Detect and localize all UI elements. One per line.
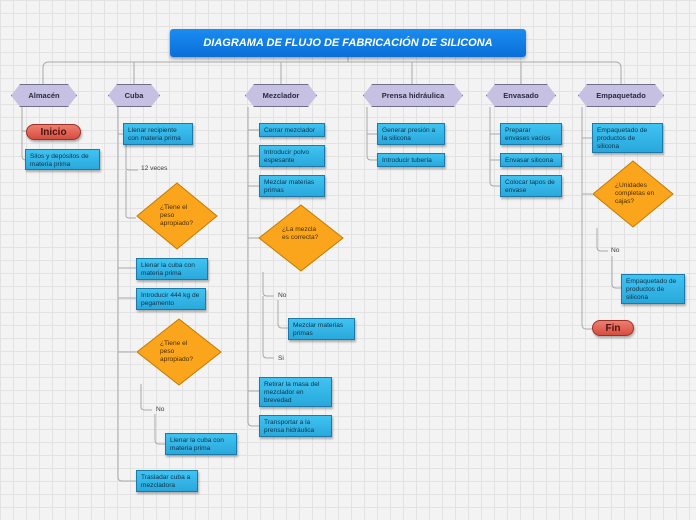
decision-label: ¿La mezcla es correcta? xyxy=(282,226,319,242)
lane-header-prensa-hidraulica: Prensa hidráulica xyxy=(363,84,463,107)
decision-diamond-shape xyxy=(136,182,218,250)
lane-header-envasado: Envasado xyxy=(486,84,556,107)
lane-header-cuba: Cuba xyxy=(108,84,160,107)
decision-label: ¿Tiene el peso apropiado? xyxy=(160,340,193,364)
lane-header-mezclador: Mezclador xyxy=(245,84,317,107)
decision-peso-1: ¿Tiene el peso apropiado? xyxy=(136,182,218,250)
task-llenar-cuba-1: Llenar la cuba con materia prima xyxy=(136,258,208,280)
task-generar-presion: Generar presión a la silicona xyxy=(377,123,445,145)
task-introducir-pegamento: Introducir 444 kg de pegamento xyxy=(136,288,206,310)
start-terminal: Inicio xyxy=(26,124,81,140)
end-terminal: Fin xyxy=(592,320,634,336)
decision-diamond-shape xyxy=(258,204,344,272)
task-introducir-polvo: Introducir polvo espesante xyxy=(259,145,325,167)
decision-peso-2: ¿Tiene el peso apropiado? xyxy=(136,318,222,386)
task-colocar-tapos: Colocar tapos de envase xyxy=(500,175,562,197)
task-mezclar-2: Mezclar materias primas xyxy=(288,318,355,340)
task-llenar-recipiente: Llenar recipiente con materia prima xyxy=(123,123,193,145)
decision-diamond-shape xyxy=(136,318,222,386)
decision-unidades: ¿Unidades completas en cajas? xyxy=(592,160,674,228)
task-preparar-envases: Preparar envases vacíos xyxy=(500,123,562,145)
label-no-mezcla: No xyxy=(278,292,287,299)
decision-label: ¿Unidades completas en cajas? xyxy=(615,182,655,206)
task-transportar-prensa: Transportar a la prensa hidráulica xyxy=(259,415,332,437)
task-silos: Silos y depósitos de materia prima xyxy=(25,149,100,170)
page-title: DIAGRAMA DE FLUJO DE FABRICACIÓN DE SILI… xyxy=(170,29,526,57)
task-empaquetado-2: Empaquetado de productos de silicona xyxy=(621,274,685,304)
task-introducir-tuberia: Introducir tubería xyxy=(377,153,445,167)
decision-label: ¿Tiene el peso apropiado? xyxy=(160,204,193,228)
lane-header-almacen: Almacén xyxy=(11,84,77,107)
task-envasar-silicona: Envasar silicona xyxy=(500,153,562,167)
label-no-unidades: No xyxy=(611,247,620,254)
task-llenar-cuba-2: Llenar la cuba con materia prima xyxy=(165,433,237,455)
task-retirar-masa: Retirar la masa del mezclador en breveda… xyxy=(259,377,332,407)
label-12-veces: 12 veces xyxy=(141,165,168,172)
label-no-cuba: No xyxy=(156,406,165,413)
label-si-mezcla: Si xyxy=(278,355,284,362)
decision-diamond-shape xyxy=(592,160,674,228)
task-trasladar-cuba: Trasladar cuba a mezcladora xyxy=(136,470,198,492)
lane-header-empaquetado: Empaquetado xyxy=(578,84,664,107)
task-cerrar-mezclador: Cerrar mezclador xyxy=(259,123,325,137)
decision-mezcla: ¿La mezcla es correcta? xyxy=(258,204,344,272)
task-mezclar-1: Mezclar materias primas xyxy=(259,175,325,197)
task-empaquetado-1: Empaquetado de productos de silicona xyxy=(592,123,663,153)
